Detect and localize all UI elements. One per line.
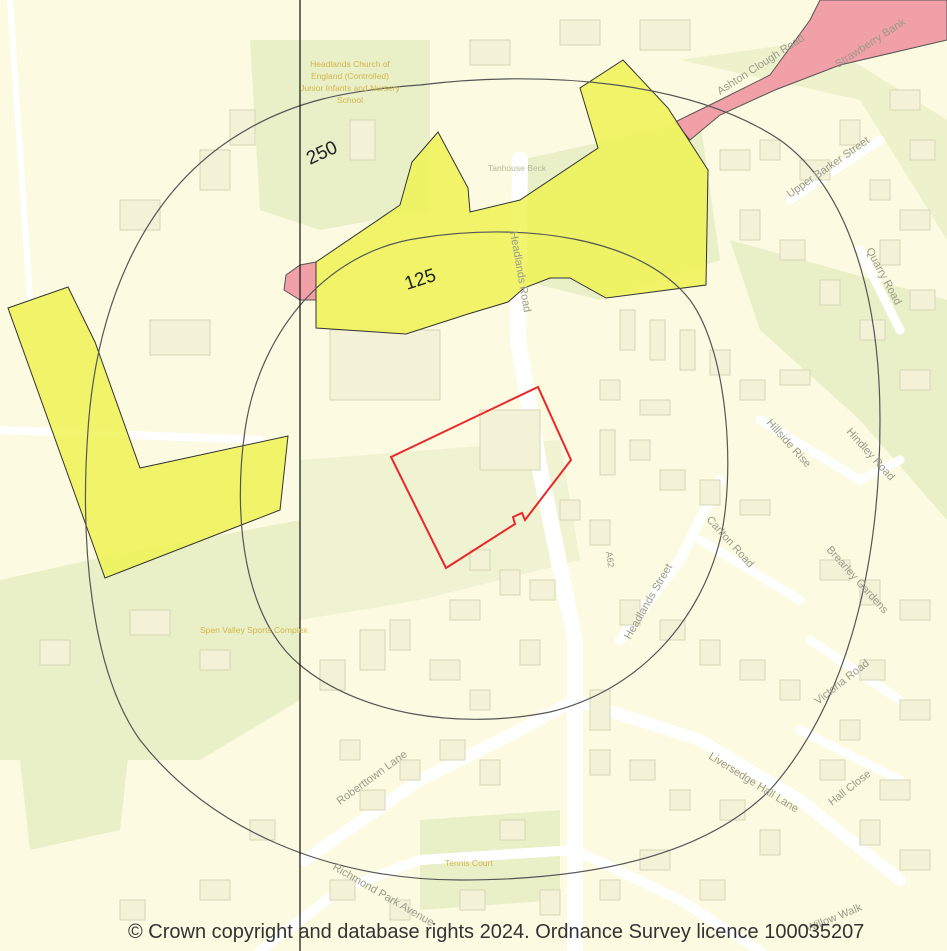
yellow-zone-west bbox=[7, 286, 289, 579]
place-label-tanhouse-beck: Tanhouse Beck bbox=[488, 163, 547, 173]
buffer-rings bbox=[84, 78, 881, 881]
road-label-a62: A62 bbox=[604, 551, 616, 568]
buildings bbox=[39, 19, 936, 921]
yellow-zone-north bbox=[315, 59, 709, 335]
yellow-zones bbox=[7, 59, 709, 579]
place-label-school-4: School bbox=[337, 95, 363, 105]
place-label-sports-complex: Spen Valley Sports Complex bbox=[200, 625, 308, 635]
buffer-ring-250 bbox=[84, 78, 881, 881]
place-label-school-3: Junior Infants and Nursery bbox=[300, 83, 400, 93]
site-boundary[interactable] bbox=[389, 385, 573, 570]
copyright-notice: © Crown copyright and database rights 20… bbox=[128, 921, 865, 943]
buffer-ring-125 bbox=[239, 231, 729, 720]
place-label-school-1: Headlands Church of bbox=[310, 59, 390, 69]
place-label-school-2: England (Controlled) bbox=[311, 71, 389, 81]
place-label-tennis-court: Tennis Court bbox=[445, 858, 493, 868]
